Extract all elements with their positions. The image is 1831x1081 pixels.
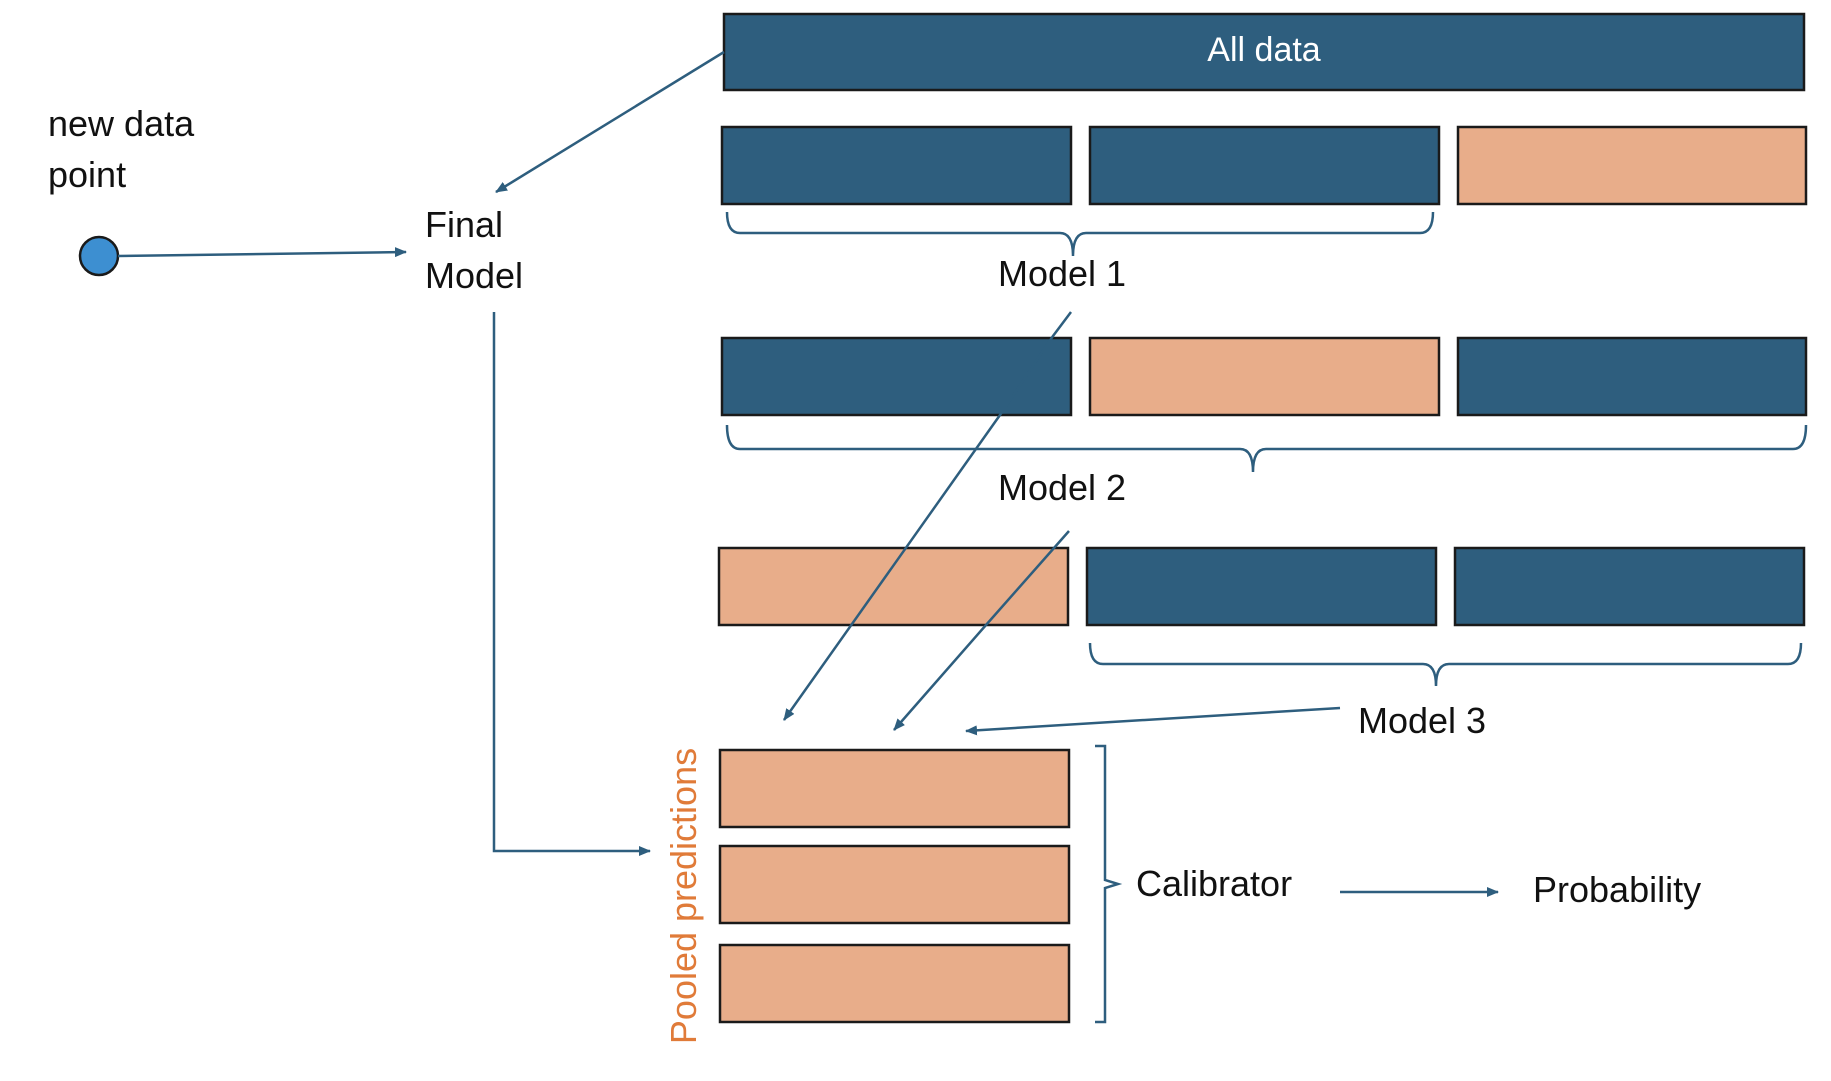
final-model-label-line-1: Final bbox=[425, 204, 503, 245]
model-1-label: Model 1 bbox=[998, 253, 1126, 294]
pooled-block-1 bbox=[718, 748, 1071, 829]
fold-3-block-3 bbox=[1453, 546, 1806, 627]
pooled-block-2 bbox=[718, 844, 1071, 925]
all-data-to-final-model-arrow bbox=[495, 50, 725, 194]
fold-2-training-brace bbox=[725, 424, 1808, 473]
model-1-to-pooled-arrow bbox=[782, 311, 1072, 721]
fold-row-2 bbox=[720, 336, 1808, 417]
fold-3-training-brace bbox=[1088, 642, 1803, 687]
fold-2-block-2 bbox=[1088, 336, 1441, 417]
final-model-label-line-2: Model bbox=[425, 255, 523, 296]
fold-2-block-1 bbox=[720, 336, 1073, 417]
model-3-label: Model 3 bbox=[1358, 700, 1486, 741]
all-data-bar bbox=[722, 12, 1806, 92]
fold-row-1 bbox=[720, 125, 1808, 206]
probability-label: Probability bbox=[1533, 869, 1701, 910]
circle-marker-icon bbox=[78, 235, 120, 277]
fold-row-3 bbox=[717, 546, 1806, 627]
pooled-block-3 bbox=[718, 943, 1071, 1024]
final-model-to-pooled-arrow bbox=[492, 312, 651, 856]
fold-1-block-1 bbox=[720, 125, 1073, 206]
model-2-label: Model 2 bbox=[998, 467, 1126, 508]
fold-1-training-brace bbox=[725, 211, 1435, 257]
new-data-point-label-line-1: new data bbox=[48, 103, 195, 144]
new-data-point-label-line-2: point bbox=[48, 154, 126, 195]
fold-3-block-1 bbox=[717, 546, 1070, 627]
model-2-to-pooled-arrow bbox=[893, 530, 1070, 731]
all-data-label: All data bbox=[1207, 31, 1320, 69]
model-3-to-pooled-arrow bbox=[965, 706, 1341, 736]
pooled-predictions-label: Pooled predictions bbox=[663, 748, 704, 1044]
fold-2-block-3 bbox=[1456, 336, 1808, 417]
data-point-to-final-model-arrow bbox=[117, 247, 407, 258]
fold-3-block-2 bbox=[1085, 546, 1438, 627]
calibrator-label: Calibrator bbox=[1136, 863, 1292, 904]
fold-1-block-3 bbox=[1456, 125, 1808, 206]
calibrator-brace bbox=[1095, 744, 1123, 1024]
pooled-prediction-blocks bbox=[718, 748, 1071, 1024]
fold-1-block-2 bbox=[1088, 125, 1441, 206]
